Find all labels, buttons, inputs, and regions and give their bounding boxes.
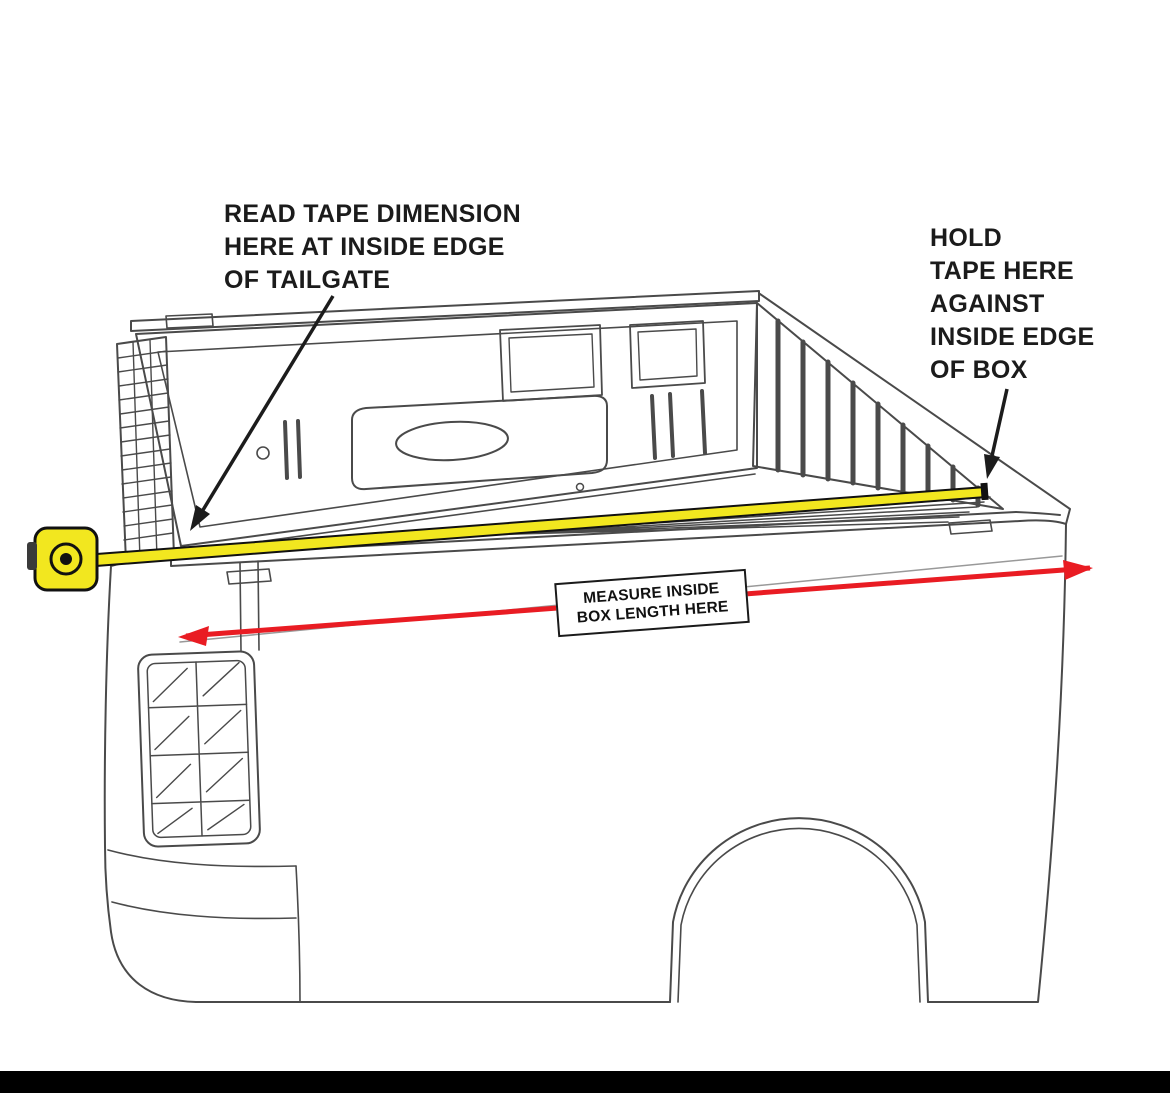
read-tape-note: READ TAPE DIMENSION HERE AT INSIDE EDGE … <box>224 198 521 297</box>
read-tape-arrow <box>201 295 335 511</box>
read-tape-note-line-1: READ TAPE DIMENSION <box>224 200 521 228</box>
tape-belt-clip <box>27 542 37 570</box>
hold-tape-note-line-2: TAPE HERE <box>930 257 1074 285</box>
tailgate-edge-vent-grid <box>116 336 175 563</box>
tape-end-hook <box>980 482 989 501</box>
hold-tape-note-line-5: OF BOX <box>930 356 1028 384</box>
measure-arrow-right-head <box>1063 560 1093 580</box>
hold-tape-note: HOLD TAPE HERE AGAINST INSIDE EDGE OF BO… <box>930 222 1094 387</box>
hold-tape-arrow <box>990 388 1009 457</box>
wheel-arch <box>669 817 929 1003</box>
tape-body-hub <box>60 553 72 565</box>
read-tape-note-line-3: OF TAILGATE <box>224 266 391 294</box>
hold-tape-note-line-1: HOLD <box>930 224 1003 252</box>
tailgate-inner-panel <box>135 302 758 553</box>
rear-bumper-creases <box>107 849 297 920</box>
side-wall-inner <box>752 293 1071 525</box>
hold-tape-arrowhead <box>984 454 1000 479</box>
taillight <box>137 650 261 848</box>
read-tape-note-line-2: HERE AT INSIDE EDGE <box>224 233 505 261</box>
measure-arrow-left-head <box>178 626 209 646</box>
tape-body-reel <box>49 542 83 576</box>
hold-tape-note-line-3: AGAINST <box>930 290 1045 318</box>
tape-measure <box>27 482 989 592</box>
read-tape-arrowhead <box>190 505 210 531</box>
taillight-mount-lines <box>239 560 260 652</box>
bottom-bar <box>0 1071 1170 1093</box>
tailgate-top-cap <box>130 290 760 332</box>
hold-tape-note-line-4: INSIDE EDGE <box>930 323 1095 351</box>
annotation-arrows <box>190 295 1009 531</box>
truck-bed-drawing <box>103 290 1071 1003</box>
